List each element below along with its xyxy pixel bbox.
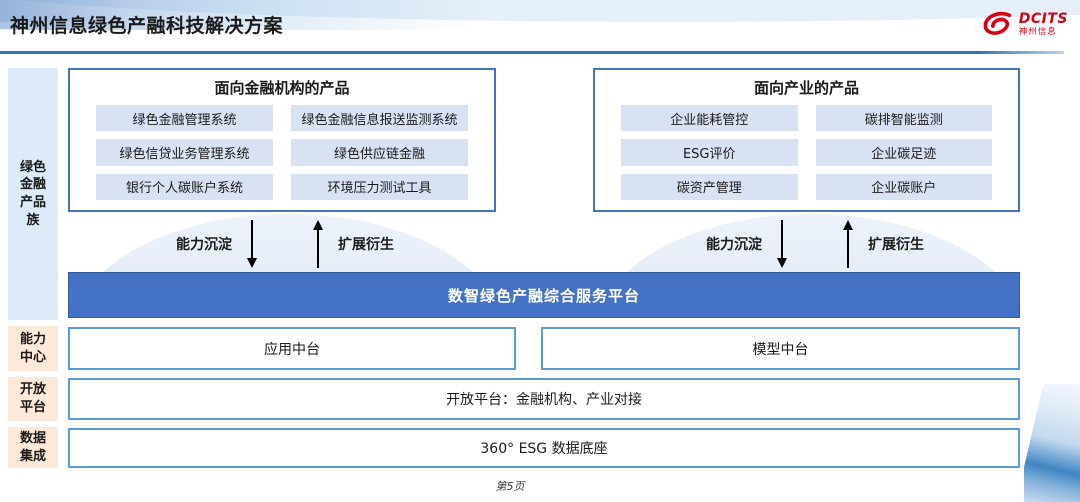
- down-arrow-icon: [247, 220, 257, 268]
- product-item: 绿色供应链金融: [291, 139, 468, 166]
- open-platform-label: 开放平台：金融机构、产业对接: [446, 392, 642, 408]
- product-item: 碳资产管理: [621, 173, 798, 200]
- esg-data-base-label: 360° ESG 数据底座: [480, 441, 608, 457]
- model-middle-platform-label: 模型中台: [752, 341, 809, 358]
- company-logo: DCITS 神州信息: [983, 12, 1068, 37]
- up-arrow-icon: [313, 220, 323, 268]
- sidebar-label-capability-center: 能力中心: [8, 326, 58, 371]
- expand-derive-label: 扩展衍生: [868, 237, 924, 253]
- financial-products-box: 面向金融机构的产品 绿色金融管理系统 绿色金融信息报送监测系统 绿色信贷业务管理…: [68, 68, 496, 212]
- flow-arrows-industry: 能力沉淀 扩展衍生: [630, 218, 1000, 270]
- industry-products-grid: 企业能耗管控 碳排智能监测 ESG评价 企业碳足迹 碳资产管理 企业碳账户: [621, 105, 992, 200]
- application-middle-platform-box: 应用中台: [68, 327, 516, 370]
- platform-bar-title: 数智绿色产融综合服务平台: [447, 286, 640, 305]
- industry-products-title: 面向产业的产品: [753, 79, 859, 97]
- logo-brand-text: DCITS: [1018, 11, 1068, 27]
- product-item: 绿色信贷业务管理系统: [96, 139, 273, 166]
- industry-products-box: 面向产业的产品 企业能耗管控 碳排智能监测 ESG评价 企业碳足迹 碳资产管理 …: [593, 68, 1020, 212]
- financial-products-title: 面向金融机构的产品: [214, 79, 350, 97]
- open-platform-box: 开放平台：金融机构、产业对接: [68, 378, 1020, 420]
- product-item: 企业碳账户: [815, 173, 992, 200]
- sidebar-label-text: 开放平台: [19, 382, 46, 415]
- expand-derive-label: 扩展衍生: [338, 237, 394, 253]
- dome-decoration-left: [72, 214, 504, 272]
- product-item: ESG评价: [621, 139, 798, 166]
- flow-arrows-financial: 能力沉淀 扩展衍生: [100, 218, 470, 270]
- header-divider: [0, 51, 1064, 54]
- sidebar-label-open-platform: 开放平台: [8, 377, 58, 421]
- sidebar-label-data-integration: 数据集成: [8, 427, 58, 468]
- product-item: 绿色金融管理系统: [96, 105, 273, 132]
- logo-brand-cn-text: 神州信息: [1018, 27, 1057, 37]
- page-number: 第5页: [495, 480, 525, 493]
- esg-data-base-box: 360° ESG 数据底座: [68, 428, 1020, 468]
- sidebar-label-green-finance-product-family: 绿色金融产品族: [8, 68, 58, 320]
- sidebar-label-text: 能力中心: [19, 331, 46, 365]
- product-item: 企业能耗管控: [621, 105, 798, 132]
- platform-bar: 数智绿色产融综合服务平台: [68, 272, 1020, 318]
- capability-deposit-label: 能力沉淀: [706, 237, 762, 253]
- sidebar-label-text: 数据集成: [19, 430, 46, 464]
- up-arrow-icon: [843, 220, 853, 268]
- application-middle-platform-label: 应用中台: [264, 341, 320, 358]
- financial-products-grid: 绿色金融管理系统 绿色金融信息报送监测系统 绿色信贷业务管理系统 绿色供应链金融…: [96, 105, 468, 200]
- product-item: 企业碳足迹: [815, 139, 992, 166]
- product-item: 环境压力测试工具: [291, 173, 468, 200]
- model-middle-platform-box: 模型中台: [541, 327, 1020, 370]
- down-arrow-icon: [777, 220, 787, 268]
- product-item: 碳排智能监测: [815, 105, 992, 132]
- product-item: 绿色金融信息报送监测系统: [291, 105, 468, 132]
- dcits-swoosh-icon: [983, 12, 1011, 36]
- capability-deposit-label: 能力沉淀: [176, 237, 232, 253]
- sidebar-label-text: 绿色金融产品族: [19, 159, 46, 228]
- product-item: 银行个人碳账户系统: [96, 173, 273, 200]
- bottom-right-swoosh-decoration: [1024, 384, 1080, 502]
- dome-decoration-right: [596, 214, 1026, 272]
- page-title: 神州信息绿色产融科技解决方案: [10, 15, 284, 37]
